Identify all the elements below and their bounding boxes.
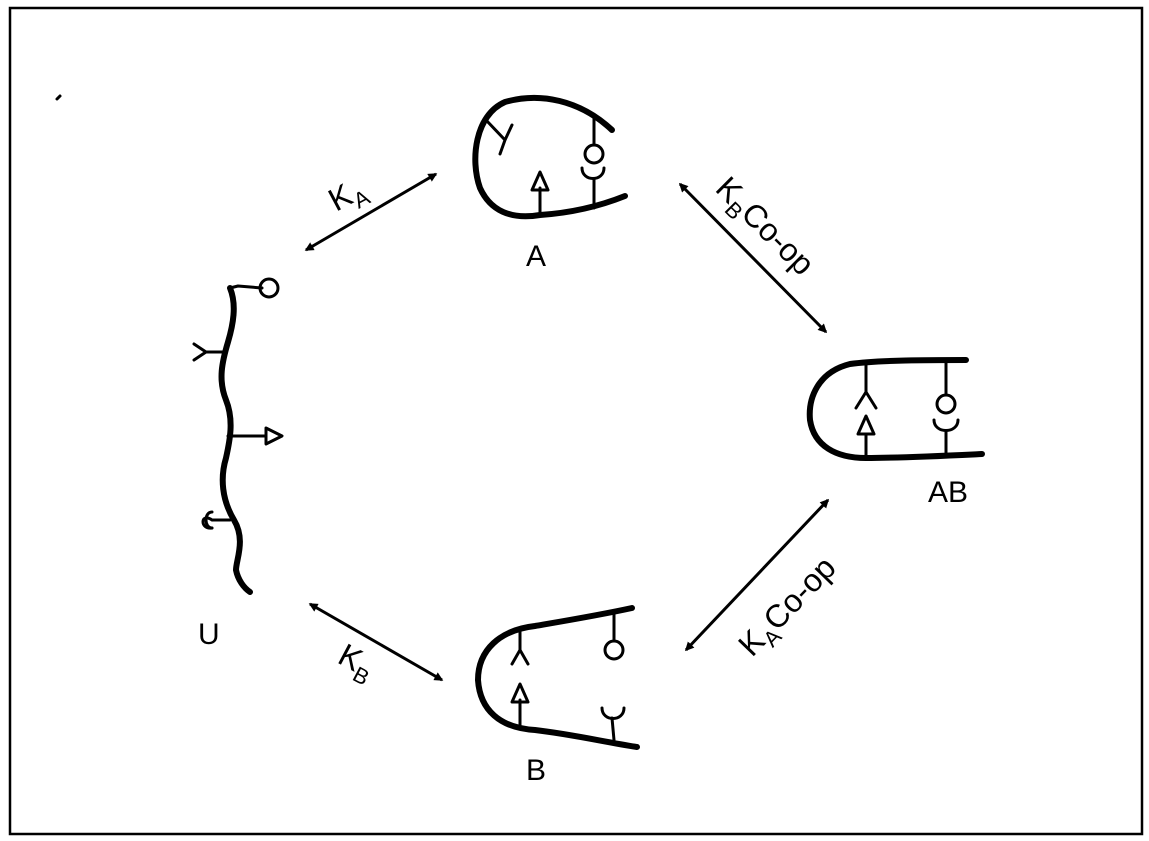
triangle-group-icon [530,170,550,192]
cup-group-icon [600,706,626,720]
frame-border [8,6,1144,836]
state-b-loop [475,605,640,750]
cup-group-icon [580,166,606,180]
state-ab-hairpin [806,357,985,461]
triangle-group-icon [264,426,284,446]
cup-group-icon [932,418,960,432]
fork-group-icon [192,342,226,362]
label-ka-coop: KACo-op [731,549,847,667]
fork-group-icon [510,626,530,666]
fork-group-icon [484,118,514,156]
speck-mark [55,94,62,101]
circle-group-icon [603,639,625,661]
triangle-group-icon [510,682,530,704]
arrow-a-ab [678,182,828,334]
label-a: A [526,240,546,273]
label-u: U [198,618,220,651]
arrow-u-b [308,602,444,682]
circle-group-icon [258,277,280,299]
state-u-chain [192,277,284,595]
label-ab: AB [928,476,968,509]
label-b: B [526,754,546,787]
state-a-loop [472,94,628,220]
label-kb: KB [330,636,382,690]
triangle-group-icon [856,414,876,436]
circle-group-icon [583,143,605,165]
arrow-ab-b [684,498,830,652]
fork-group-icon [854,362,878,410]
arrow-u-a [304,172,438,252]
circle-group-icon [935,393,957,415]
